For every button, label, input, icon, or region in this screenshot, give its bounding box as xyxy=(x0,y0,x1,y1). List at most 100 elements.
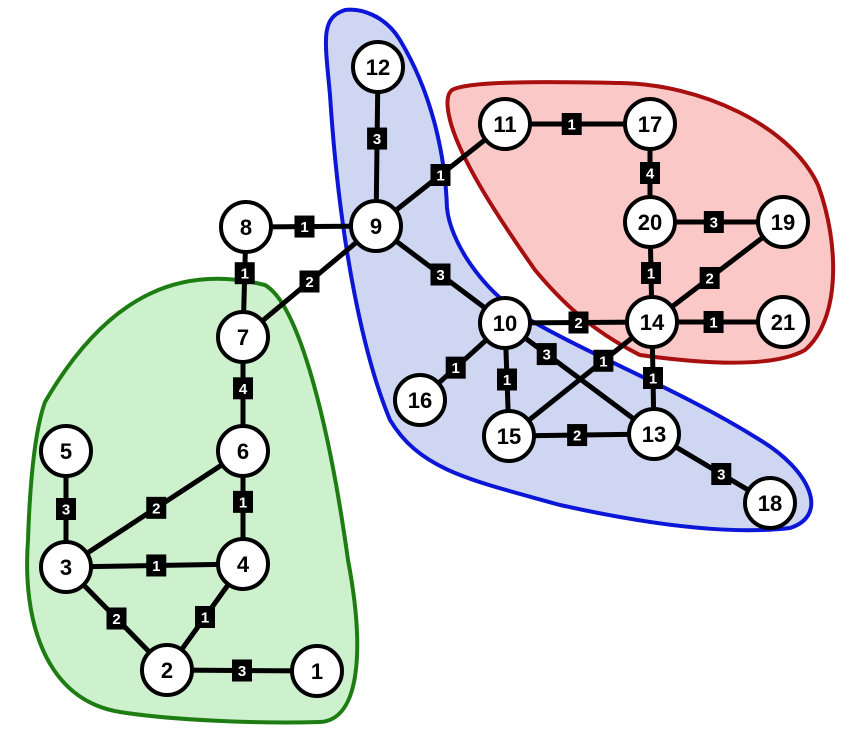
edge-weight-5-3: 3 xyxy=(56,498,76,520)
weight-label: 3 xyxy=(717,467,725,484)
node-label: 14 xyxy=(640,310,665,335)
weight-label: 2 xyxy=(152,500,160,517)
edge-weight-8-7: 1 xyxy=(234,262,255,285)
weight-label: 2 xyxy=(305,274,313,291)
edge-weight-3-4: 1 xyxy=(146,554,167,577)
edge-weight-8-9: 1 xyxy=(294,215,315,238)
edge-weight-15-13: 2 xyxy=(567,424,588,447)
weight-box xyxy=(146,496,167,519)
node-circle xyxy=(625,295,679,349)
node-5: 5 xyxy=(39,424,93,478)
edge-weight-17-20: 4 xyxy=(640,162,660,184)
weight-box xyxy=(367,127,388,150)
edge-weight-10-15: 1 xyxy=(497,368,517,391)
node-4: 4 xyxy=(216,537,270,591)
weight-label: 3 xyxy=(62,502,70,519)
weight-box xyxy=(561,113,582,135)
weight-box xyxy=(536,343,557,366)
node-circle xyxy=(349,199,403,253)
node-label: 15 xyxy=(497,424,521,449)
weight-label: 2 xyxy=(705,271,713,288)
weight-box xyxy=(430,263,451,286)
node-label: 10 xyxy=(493,311,517,336)
weight-label: 1 xyxy=(568,117,576,134)
node-3: 3 xyxy=(39,540,93,594)
node-7: 7 xyxy=(216,310,270,364)
node-14: 14 xyxy=(625,295,679,349)
node-circle xyxy=(482,409,536,463)
weight-box xyxy=(703,211,724,233)
node-circle xyxy=(393,373,447,427)
weight-label: 1 xyxy=(452,360,460,377)
node-circle xyxy=(623,195,677,249)
node-label: 2 xyxy=(161,658,173,683)
weight-box xyxy=(294,215,315,238)
weight-label: 4 xyxy=(646,166,655,183)
weight-box xyxy=(233,490,253,513)
weight-box xyxy=(497,368,517,391)
edge-weight-10-13: 3 xyxy=(536,343,557,366)
node-circle xyxy=(756,295,810,349)
weight-label: 1 xyxy=(709,315,717,332)
weight-label: 2 xyxy=(112,611,120,628)
edge-weight-20-14: 1 xyxy=(641,262,662,284)
node-circle xyxy=(756,195,810,249)
node-circle xyxy=(39,424,93,478)
weight-box xyxy=(703,311,724,333)
node-label: 5 xyxy=(60,439,72,464)
node-20: 20 xyxy=(623,195,677,249)
node-label: 8 xyxy=(240,215,252,240)
node-label: 13 xyxy=(642,422,666,447)
weight-box xyxy=(445,356,466,379)
node-circle xyxy=(351,40,405,94)
node-circle xyxy=(216,310,270,364)
weight-box xyxy=(56,498,76,520)
weight-label: 1 xyxy=(647,266,655,283)
node-circle xyxy=(140,643,194,697)
node-12: 12 xyxy=(351,40,405,94)
edge-weight-9-11: 1 xyxy=(430,164,451,186)
weight-box xyxy=(699,267,720,289)
weight-label: 1 xyxy=(152,558,160,575)
edge-weight-3-6: 2 xyxy=(146,496,167,519)
node-circle xyxy=(219,200,273,254)
weight-box xyxy=(233,377,253,400)
node-label: 12 xyxy=(366,55,390,80)
weight-label: 4 xyxy=(239,381,248,398)
node-circle xyxy=(623,97,677,151)
node-label: 4 xyxy=(237,552,250,577)
weight-label: 1 xyxy=(599,353,607,370)
node-9: 9 xyxy=(349,199,403,253)
node-8: 8 xyxy=(219,200,273,254)
node-10: 10 xyxy=(478,296,532,350)
weight-box xyxy=(643,367,663,389)
node-circle xyxy=(290,644,344,698)
edge-weight-20-19: 3 xyxy=(703,211,724,233)
cluster-layer xyxy=(25,7,836,725)
node-label: 21 xyxy=(771,310,795,335)
weight-box xyxy=(568,311,589,334)
node-label: 20 xyxy=(638,210,662,235)
node-circle xyxy=(478,97,532,151)
weight-box xyxy=(640,162,660,184)
node-19: 19 xyxy=(756,195,810,249)
edge-weight-12-9: 3 xyxy=(367,127,388,150)
weight-box xyxy=(299,270,320,293)
node-circle xyxy=(478,296,532,350)
weight-box xyxy=(711,463,732,486)
weight-box xyxy=(146,554,167,577)
weight-label: 1 xyxy=(201,610,209,627)
edge-weight-14-21: 1 xyxy=(703,311,724,333)
edge-weight-14-13: 1 xyxy=(643,367,663,389)
node-label: 11 xyxy=(493,112,516,137)
node-label: 9 xyxy=(370,214,382,239)
edge-15-14 xyxy=(506,319,655,439)
node-1: 1 xyxy=(290,644,344,698)
node-circle xyxy=(216,537,270,591)
node-15: 15 xyxy=(482,409,536,463)
weight-box xyxy=(641,262,662,284)
weight-label: 3 xyxy=(436,267,444,284)
edge-weight-10-16: 1 xyxy=(445,356,466,379)
